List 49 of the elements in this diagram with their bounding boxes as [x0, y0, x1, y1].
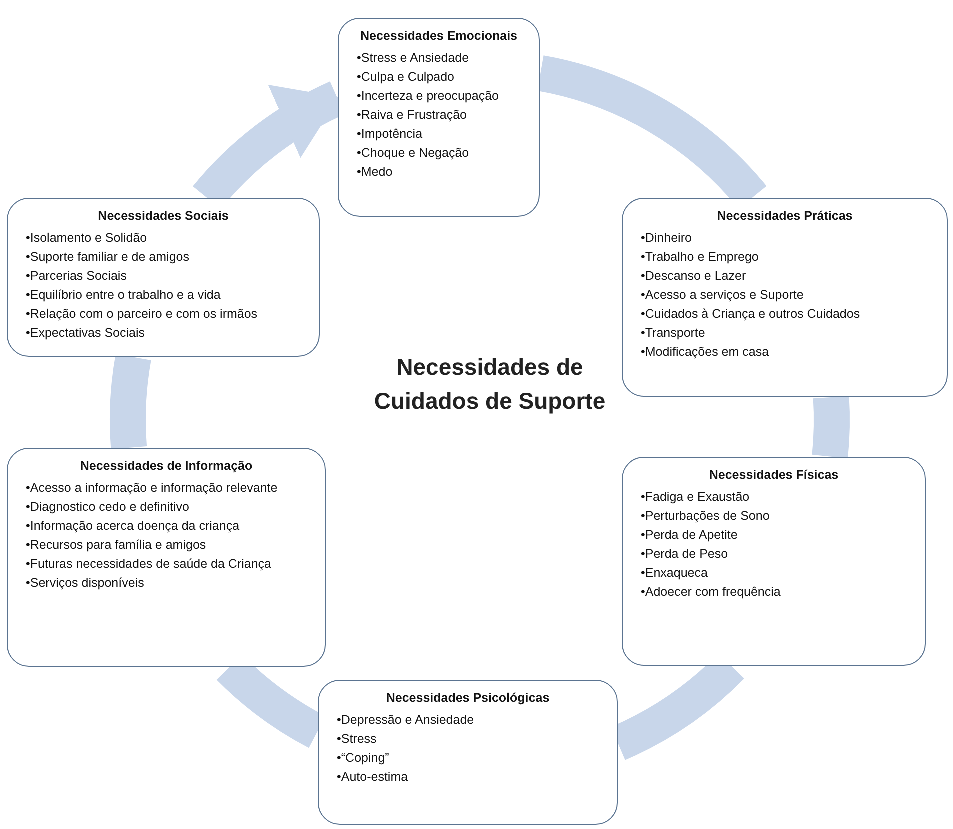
bullet-item: •Auto-estima	[337, 769, 410, 786]
card-heading: Necessidades Emocionais	[359, 29, 519, 43]
category-card	[7, 448, 326, 667]
bullet-item: •Adoecer com frequência	[641, 584, 782, 601]
bullet-item: •Cuidados à Criança e outros Cuidados	[641, 306, 862, 323]
bullet-item: •Expectativas Sociais	[26, 325, 146, 342]
bullet-item: •Acesso a informação e informação relevante	[26, 480, 279, 497]
bullet-item: •Equilíbrio entre o trabalho e a vida	[26, 287, 222, 304]
bullet-item: •Diagnostico cedo e definitivo	[26, 499, 191, 516]
bullet-item: •Parcerias Sociais	[26, 268, 128, 285]
bullet-item: •Impotência	[357, 126, 424, 143]
bullet-item: •Perturbações de Sono	[641, 508, 771, 525]
bullet-item: •Culpa e Culpado	[357, 69, 456, 86]
bullet-item: •Raiva e Frustração	[357, 107, 468, 124]
card-heading: Necessidades Sociais	[97, 209, 230, 223]
bullet-item: •Futuras necessidades de saúde da Criança	[26, 556, 272, 573]
card-heading: Necessidades de Informação	[79, 459, 254, 473]
bullet-item: •Modificações em casa	[641, 344, 770, 361]
bullet-item: •Suporte familiar e de amigos	[26, 249, 190, 266]
bullet-item: •Isolamento e Solidão	[26, 230, 148, 247]
category-card	[622, 457, 926, 666]
card-heading: Necessidades Práticas	[716, 209, 854, 223]
bullet-item: •Enxaqueca	[641, 565, 709, 582]
category-card	[338, 18, 540, 217]
bullet-item: •Stress e Ansiedade	[357, 50, 470, 67]
diagram-title: Necessidades de Cuidados de Suporte	[373, 353, 607, 416]
category-card	[622, 198, 948, 397]
bullet-item: •Recursos para família e amigos	[26, 537, 208, 554]
bullet-item: •Incerteza e preocupação	[357, 88, 500, 105]
bullet-item: •Informação acerca doença da criança	[26, 518, 241, 535]
bullet-item: •Transporte	[641, 325, 706, 342]
bullet-item: •Perda de Apetite	[641, 527, 739, 544]
bullet-item: •Relação com o parceiro e com os irmãos	[26, 306, 259, 323]
bullet-item: •Medo	[357, 164, 394, 181]
bullet-item: •Choque e Negação	[357, 145, 470, 162]
bullet-item: •“Coping”	[337, 750, 390, 767]
card-heading: Necessidades Psicológicas	[385, 691, 551, 705]
bullet-item: •Fadiga e Exaustão	[641, 489, 751, 506]
card-heading: Necessidades Físicas	[708, 468, 840, 482]
bullet-item: •Acesso a serviços e Suporte	[641, 287, 805, 304]
bullet-item: •Dinheiro	[641, 230, 693, 247]
category-card	[318, 680, 618, 825]
bullet-item: •Stress	[337, 731, 378, 748]
category-card	[7, 198, 320, 357]
bullet-item: •Perda de Peso	[641, 546, 730, 563]
bullet-item: •Trabalho e Emprego	[641, 249, 760, 266]
bullet-item: •Descanso e Lazer	[641, 268, 748, 285]
bullet-item: •Depressão e Ansiedade	[337, 712, 476, 729]
bullet-item: •Serviços disponíveis	[26, 575, 146, 592]
